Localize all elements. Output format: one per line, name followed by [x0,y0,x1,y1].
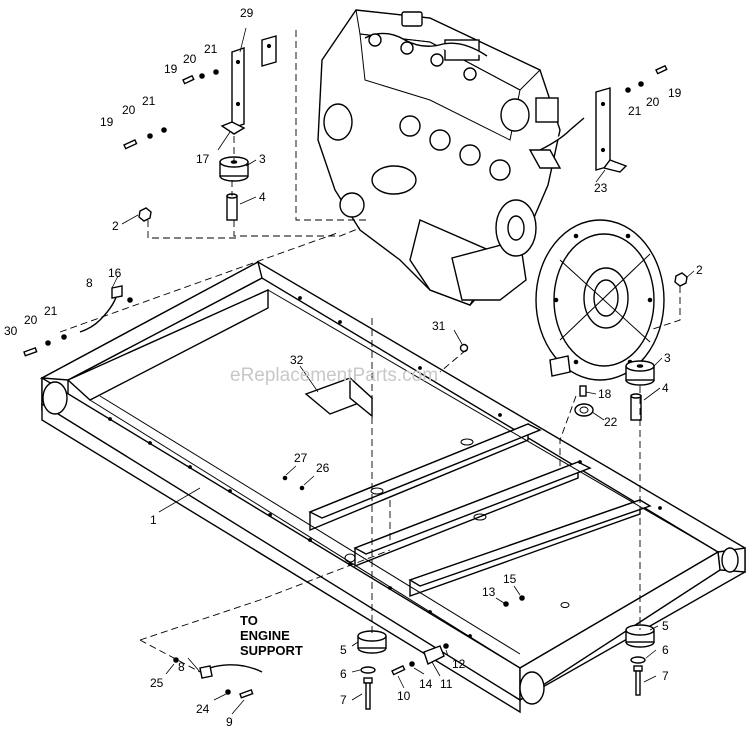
isolator-3-left [219,156,249,182]
callout-6-right: 6 [662,643,669,657]
callout-10: 10 [397,689,411,703]
callout-29: 29 [240,6,254,20]
spacer-4-right [630,393,642,421]
callout-26: 26 [316,461,330,475]
callout-19-right: 19 [668,86,682,100]
callout-21-left: 21 [44,304,58,318]
callout-12: 12 [452,657,466,671]
callout-17: 17 [196,152,210,166]
isolator-5-right [625,624,655,648]
note-line-2: ENGINE [240,628,290,643]
callout-21-upper: 21 [204,42,218,56]
callout-2-right: 2 [696,263,703,277]
callout-20-right: 20 [646,95,660,109]
callout-20-upper: 20 [183,52,197,66]
callout-18: 18 [598,387,612,401]
callout-9: 9 [226,715,233,729]
callout-7-right: 7 [662,669,669,683]
callout-labels: 1 2 2 3 3 4 4 5 5 6 6 7 7 8 8 9 10 11 12… [4,6,703,729]
base-frame [39,260,746,714]
callout-23: 23 [594,181,608,195]
callout-21-right: 21 [628,104,642,118]
spacer-4-left [226,193,238,221]
bell-housing [535,219,665,381]
isolator-3-right [625,360,655,386]
bracket-23 [595,87,628,173]
callout-15: 15 [503,572,517,586]
callout-20-left: 20 [24,313,38,327]
callout-22: 22 [604,415,618,429]
bracket-17 [220,47,246,135]
callout-20-lower: 20 [122,103,136,117]
washer-6-right [630,656,646,664]
callout-3-left: 3 [259,152,266,166]
callout-1: 1 [150,513,157,527]
callout-21-lower: 21 [142,94,156,108]
callout-5-left: 5 [340,643,347,657]
engine-support-note: TO ENGINE SUPPORT [240,613,303,658]
washer-6-left [360,666,376,674]
callout-6-left: 6 [340,667,347,681]
engine [317,9,585,306]
callout-19-upper: 19 [164,62,178,76]
isolator-5-left [357,630,387,654]
callout-19-lower: 19 [100,115,114,129]
bolt-7-left [363,677,373,710]
callout-2-left: 2 [112,219,119,233]
callout-5-right: 5 [662,619,669,633]
callout-24: 24 [196,702,210,716]
hardware [23,64,688,699]
bracket-29 [261,35,277,67]
callout-27: 27 [294,451,308,465]
callout-30: 30 [4,324,18,338]
callout-8-lower: 8 [178,660,185,674]
note-line-1: TO [240,613,258,628]
callout-32: 32 [290,353,304,367]
watermark: eReplacementParts.com [230,365,438,386]
callout-31: 31 [432,319,446,333]
note-line-3: SUPPORT [240,643,303,658]
callout-7-left: 7 [340,693,347,707]
callout-25: 25 [150,676,164,690]
callout-8-upper: 8 [86,276,93,290]
callout-11: 11 [440,677,453,691]
callout-14: 14 [419,677,433,691]
assembly-lines [59,30,681,673]
callout-3-right: 3 [664,351,671,365]
callout-16: 16 [108,266,122,280]
callout-4-right: 4 [662,381,669,395]
callout-4-left: 4 [259,190,266,204]
leader-lines [111,27,695,715]
callout-13: 13 [482,585,496,599]
bolt-7-right [633,665,643,696]
